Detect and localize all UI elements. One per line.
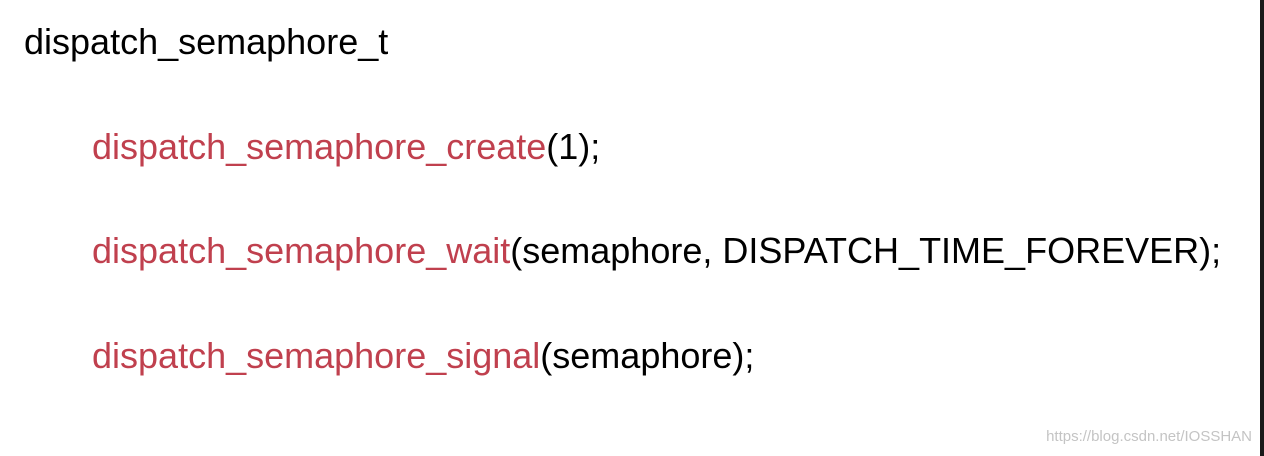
function-name-create: dispatch_semaphore_create (92, 126, 547, 167)
type-title: dispatch_semaphore_t (24, 21, 389, 62)
function-name-signal: dispatch_semaphore_signal (92, 335, 541, 376)
code-line-signal: dispatch_semaphore_signal(semaphore); (92, 334, 754, 378)
function-name-wait: dispatch_semaphore_wait (92, 230, 511, 271)
code-line-create: dispatch_semaphore_create(1); (92, 125, 600, 169)
function-args-wait: (semaphore, DISPATCH_TIME_FOREVER); (510, 230, 1222, 271)
edge-strip (1260, 0, 1264, 456)
code-line-wait: dispatch_semaphore_wait(semaphore, DISPA… (92, 229, 1221, 273)
function-args-create: (1); (546, 126, 601, 167)
function-args-signal: (semaphore); (540, 335, 755, 376)
watermark-url: https://blog.csdn.net/IOSSHAN (1046, 428, 1252, 445)
